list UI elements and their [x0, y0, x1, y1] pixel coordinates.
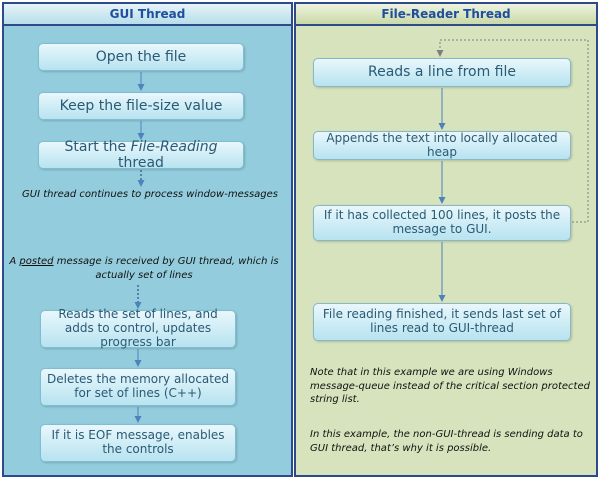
deletes-memory-label: Deletes the memory allocated for set of … [47, 372, 229, 400]
start-file-reading-label: Start the File-Reading thread [45, 139, 237, 171]
gui-thread-header: GUI Thread [4, 4, 291, 26]
start-emphasis: File-Reading [130, 138, 218, 155]
collected-lines-box: If it has collected 100 lines, it posts … [313, 205, 571, 241]
gui-continues-note: GUI thread continues to process window-m… [22, 189, 278, 200]
appends-text-box: Appends the text into locally allocated … [313, 131, 571, 160]
start-file-reading-box: Start the File-Reading thread [38, 139, 244, 171]
appends-text-label: Appends the text into locally allocated … [326, 130, 558, 159]
reading-finished-label: File reading finished, it sends last set… [322, 307, 562, 335]
file-reader-thread-header: File-Reader Thread [296, 4, 596, 26]
collected-lines-label: If it has collected 100 lines, it posts … [323, 208, 561, 236]
reads-set-of-lines-box: Reads the set of lines, and adds to cont… [40, 307, 236, 349]
open-file-box: Open the file [38, 43, 244, 71]
loop-back-dashed [436, 39, 589, 223]
start-prefix: Start the [64, 138, 131, 155]
non-gui-thread-note: In this example, the non-GUI-thread is s… [310, 429, 583, 454]
reads-set-of-lines-label: Reads the set of lines, and adds to cont… [58, 307, 218, 349]
keep-file-size-label: Keep the file-size value [59, 97, 223, 114]
keep-file-size-box: Keep the file-size value [38, 92, 244, 120]
reads-line-label: Reads a line from file [367, 64, 517, 81]
posted-word: posted [19, 256, 54, 267]
start-suffix: thread [118, 155, 164, 171]
posted-prefix: A [9, 256, 20, 267]
posted-message-note: A posted message is received by GUI thre… [8, 255, 280, 282]
deletes-memory-box: Deletes the memory allocated for set of … [40, 368, 236, 406]
reading-finished-box: File reading finished, it sends last set… [313, 303, 571, 341]
eof-message-box: If it is EOF message, enables the contro… [40, 424, 236, 462]
open-file-label: Open the file [95, 48, 187, 65]
message-queue-note: Note that in this example we are using W… [310, 367, 590, 405]
reads-line-box: Reads a line from file [313, 58, 571, 87]
posted-suffix: message is received by GUI thread, which… [53, 256, 279, 281]
eof-message-label: If it is EOF message, enables the contro… [51, 428, 225, 456]
